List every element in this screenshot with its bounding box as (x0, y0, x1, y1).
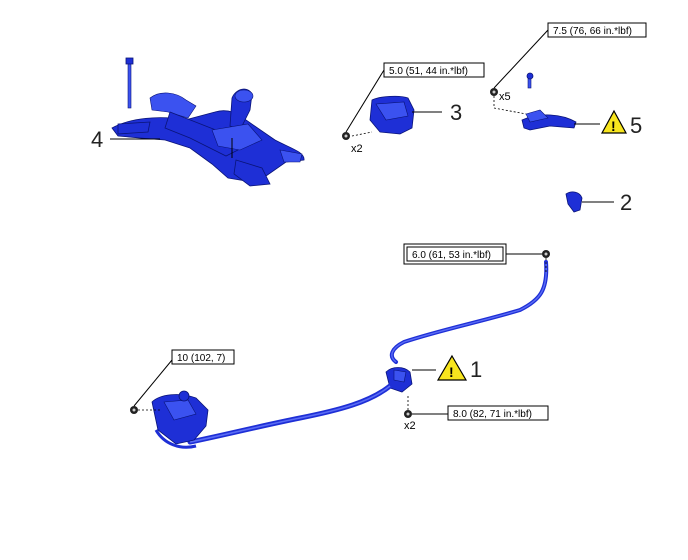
torque-box-5-0: 5.0 (51, 44 in.*lbf) (383, 62, 485, 78)
warning-icon: ! (436, 354, 468, 381)
warning-icon: ! (600, 109, 628, 134)
torque-box-7-5: 7.5 (76, 66 in.*lbf) (547, 22, 647, 38)
torque-label-10: 10 (102, 7) (177, 353, 225, 364)
exhaust-pipe-part (151, 250, 550, 449)
callout-4: 4 (91, 127, 103, 152)
heat-insulator-part (369, 95, 415, 135)
svg-text:!: ! (449, 364, 454, 380)
nut-icon (130, 406, 138, 414)
svg-text:!: ! (611, 118, 616, 134)
torque-box-8-0: 8.0 (82, 71 in.*lbf) (447, 405, 549, 421)
callout-1: 1 (470, 357, 482, 382)
nut-icon (342, 132, 350, 140)
torque-label-8-0: 8.0 (82, 71 in.*lbf) (453, 409, 532, 420)
multiplier-x2-insulator: x2 (351, 143, 363, 155)
torque-box-10: 10 (102, 7) (171, 349, 235, 365)
front-crossmember-part (111, 57, 305, 187)
nut-icon (542, 250, 550, 258)
clip-part (565, 191, 583, 213)
torque-label-5-0: 5.0 (51, 44 in.*lbf) (389, 66, 468, 77)
nut-icon (490, 88, 498, 96)
torque-box-6-0: 6.0 (61, 53 in.*lbf) (403, 243, 507, 265)
nut-icon (404, 410, 412, 418)
multiplier-x5: x5 (499, 91, 511, 103)
multiplier-x2-bracket: x2 (404, 420, 416, 432)
callout-2: 2 (620, 190, 632, 215)
torque-label-7-5: 7.5 (76, 66 in.*lbf) (553, 26, 632, 37)
callout-5: 5 (630, 113, 642, 138)
torque-label-6-0: 6.0 (61, 53 in.*lbf) (412, 250, 491, 261)
exhaust-heat-shield-part (521, 72, 577, 131)
callout-3: 3 (450, 100, 462, 125)
